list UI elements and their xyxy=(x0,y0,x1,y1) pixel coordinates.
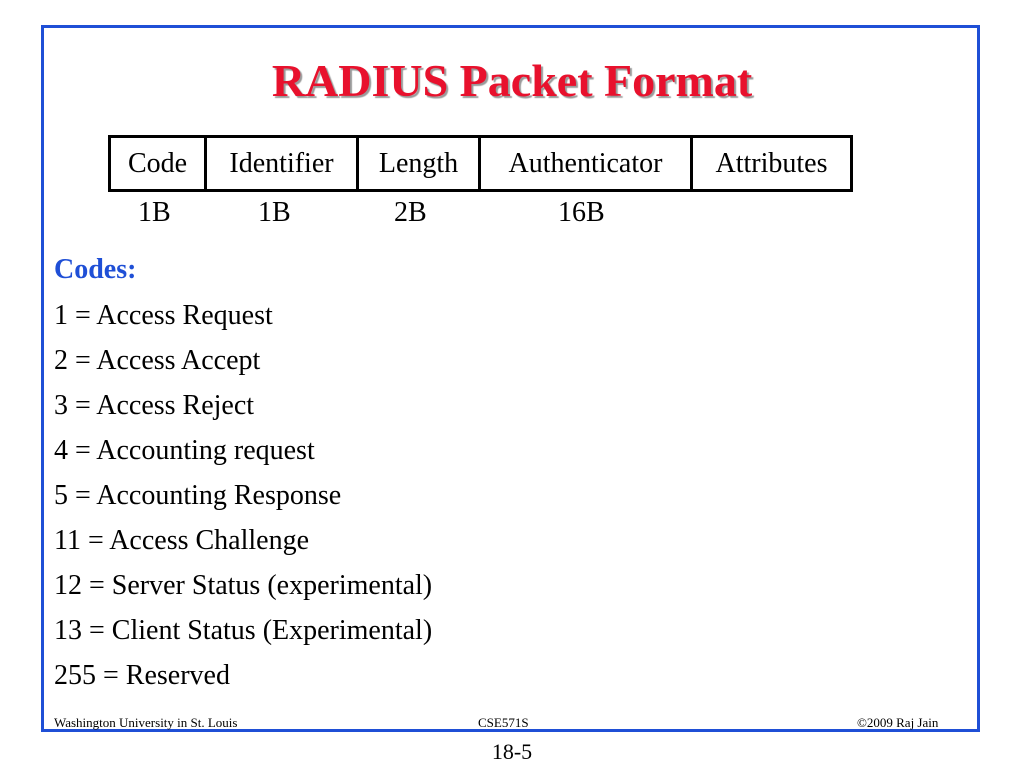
code-item: 4 = Accounting request xyxy=(54,435,315,466)
field-size-length: 2B xyxy=(394,197,427,228)
packet-field-authenticator: Authenticator xyxy=(481,138,693,189)
code-item: 11 = Access Challenge xyxy=(54,525,310,556)
footer-institution: Washington University in St. Louis xyxy=(54,715,238,730)
code-list: 1 = Access Request 2 = Access Accept 3 =… xyxy=(54,298,432,703)
packet-field-identifier: Identifier xyxy=(207,138,359,189)
code-item: 3 = Access Reject xyxy=(54,390,255,421)
codes-heading: Codes: xyxy=(54,254,137,285)
field-size-code: 1B xyxy=(138,197,171,228)
slide-frame xyxy=(41,25,980,732)
code-item: 255 = Reserved xyxy=(54,660,230,691)
page-number: 18-5 xyxy=(491,739,533,764)
field-size-identifier: 1B xyxy=(258,197,291,228)
field-size-authenticator: 16B xyxy=(558,197,605,228)
packet-format-table: Code Identifier Length Authenticator Att… xyxy=(108,135,853,192)
code-item: 1 = Access Request xyxy=(54,300,273,331)
slide-title: RADIUS Packet Format xyxy=(271,55,753,106)
footer-copyright: ©2009 Raj Jain xyxy=(857,715,939,730)
packet-field-length: Length xyxy=(359,138,481,189)
code-item: 5 = Accounting Response xyxy=(54,480,342,511)
code-item: 2 = Access Accept xyxy=(54,345,261,376)
packet-field-attributes: Attributes xyxy=(715,147,828,179)
packet-field-code: Code xyxy=(111,138,207,189)
footer-course: CSE571S xyxy=(478,715,529,730)
code-item: 13 = Client Status (Experimental) xyxy=(54,615,433,646)
code-item: 12 = Server Status (experimental) xyxy=(54,570,433,601)
